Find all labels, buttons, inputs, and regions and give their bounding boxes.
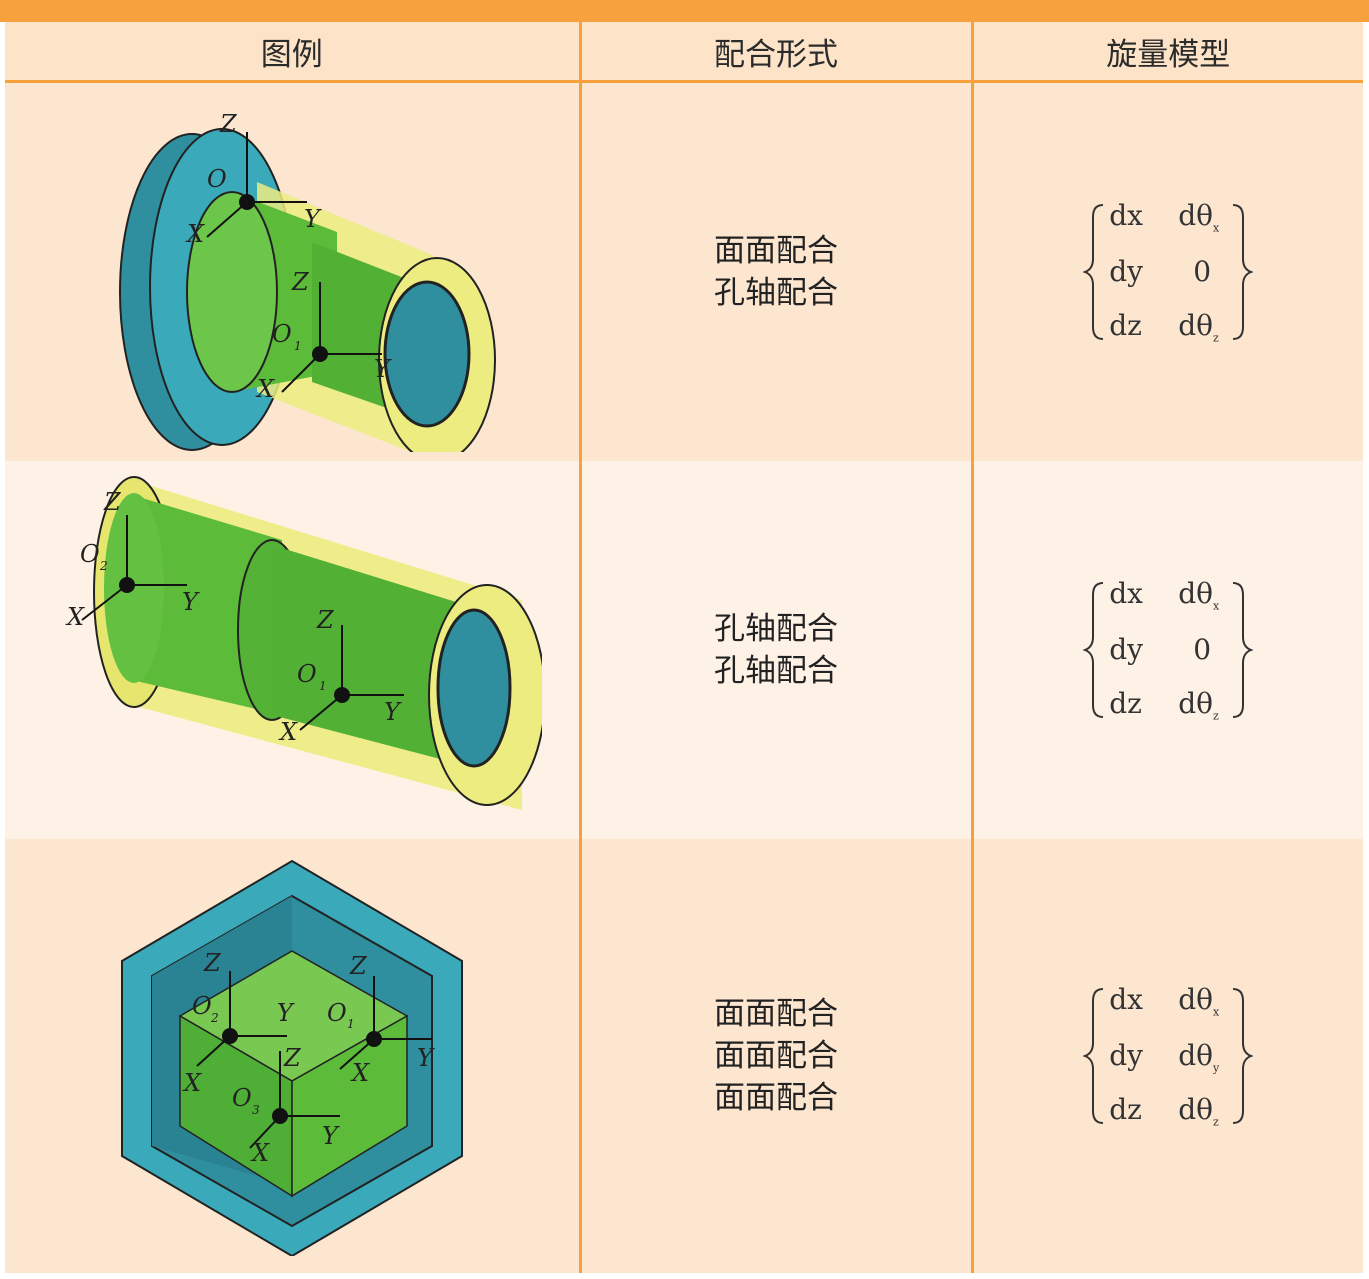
matrix-entry: dx <box>1109 577 1143 610</box>
screw-model-cell: dx dθx dy 0 dz dθz <box>972 81 1363 461</box>
screw-model-cell: dx dθx dy 0 dz dθz <box>972 461 1363 839</box>
matrix-entry: dθy <box>1178 1039 1220 1075</box>
axis-label-subscript: 1 <box>347 1017 355 1031</box>
matrix-entry: 0 <box>1193 255 1212 288</box>
axis-label-o: O <box>207 165 227 193</box>
axis-label-subscript: 2 <box>99 559 108 573</box>
axis-label-y: Y <box>384 698 402 726</box>
axis-label-y: Y <box>417 1044 435 1072</box>
matrix-entry: dθx <box>1178 199 1220 235</box>
screw-matrix: dx dθx dy dθy dz dθz <box>1083 981 1254 1131</box>
axis-label-x: X <box>65 603 85 631</box>
fit-form-cell: 面面配合 面面配合 面面配合 <box>580 839 974 1273</box>
matrix-entry: dz <box>1109 687 1142 720</box>
matrix-entry: dx <box>1109 983 1143 1016</box>
fit-line: 面面配合 <box>714 1038 838 1074</box>
screw-model-cell: dx dθx dy dθy dz dθz <box>972 839 1363 1273</box>
matrix-entry: dy <box>1109 633 1143 666</box>
header-screw-model: 旋量模型 <box>972 22 1363 83</box>
axis-label-o: O <box>232 1084 252 1112</box>
brace-icon <box>1083 204 1254 340</box>
axis-label-x: X <box>182 1069 202 1097</box>
axis-label-o: O <box>80 540 100 568</box>
matrix-entry: dθz <box>1178 1093 1219 1129</box>
axis-label-z: Z <box>103 488 122 516</box>
matrix-entry: 0 <box>1193 633 1212 666</box>
axis-label-o: O <box>272 320 292 348</box>
axis-label-x: X <box>255 375 275 403</box>
axis-label-y: Y <box>322 1122 340 1150</box>
axis-label-subscript: 1 <box>294 339 302 353</box>
matrix-entry: dθx <box>1178 983 1220 1019</box>
table-row: Z O 2 Y X Z O 1 Y X Z O 3 X Y <box>5 839 1363 1273</box>
cube-corner-figure: Z O 2 Y X Z O 1 Y X Z O 3 X Y <box>120 859 463 1256</box>
fit-type-table: 图例 配合形式 旋量模型 <box>5 22 1363 1273</box>
figure-cell: Z O 2 Y X Z O 1 Y X Z O 3 X Y <box>5 839 582 1273</box>
axis-label-subscript: 3 <box>252 1103 260 1117</box>
axis-label-x: X <box>278 718 298 746</box>
stepped-shaft-figure: Z O 2 X Y Z O 1 X Y <box>65 476 542 810</box>
axis-label-z: Z <box>291 268 310 296</box>
axis-label-subscript: 2 <box>210 1011 219 1025</box>
screw-matrix: dx dθx dy 0 dz dθz <box>1083 197 1254 347</box>
brace-icon <box>1083 988 1254 1124</box>
fit-line: 孔轴配合 <box>714 611 838 647</box>
figure-cell: Z O Y X Z O 1 X Y <box>5 81 582 461</box>
flange-shaft-figure: Z O Y X Z O 1 X Y <box>118 110 496 452</box>
fit-line: 面面配合 <box>714 233 838 269</box>
header-fit-form: 配合形式 <box>580 22 974 83</box>
axis-label-y: Y <box>277 999 295 1027</box>
fit-line: 孔轴配合 <box>714 653 838 689</box>
screw-matrix: dx dθx dy 0 dz dθz <box>1083 575 1254 725</box>
matrix-entry: dy <box>1109 255 1143 288</box>
axis-label-o: O <box>297 660 317 688</box>
matrix-entry: dθz <box>1178 309 1219 345</box>
axis-label-z: Z <box>219 110 238 138</box>
brace-icon <box>1083 582 1254 718</box>
axis-label-x: X <box>250 1139 270 1167</box>
fit-form-cell: 面面配合 孔轴配合 <box>580 81 974 461</box>
figure-cell: Z O 2 X Y Z O 1 X Y <box>5 461 582 839</box>
matrix-entry: dz <box>1109 1093 1142 1126</box>
fit-line: 面面配合 <box>714 996 838 1032</box>
axis-label-x: X <box>350 1059 370 1087</box>
axis-label-z: Z <box>349 952 368 980</box>
table-row: Z O Y X Z O 1 X Y 面面配合 孔轴配合 <box>5 81 1363 461</box>
axis-label-y: Y <box>304 205 322 233</box>
fit-line: 面面配合 <box>714 1080 838 1116</box>
axis-label-o: O <box>327 999 347 1027</box>
matrix-entry: dz <box>1109 309 1142 342</box>
matrix-entry: dy <box>1109 1039 1143 1072</box>
axis-label-y: Y <box>374 355 392 383</box>
axis-label-z: Z <box>283 1044 302 1072</box>
axis-label-o: O <box>192 992 212 1020</box>
axis-label-subscript: 1 <box>319 679 327 693</box>
table-header-row: 图例 配合形式 旋量模型 <box>5 22 1363 83</box>
axis-label-z: Z <box>316 606 335 634</box>
table-row: Z O 2 X Y Z O 1 X Y 孔轴配合 孔轴配合 <box>5 461 1363 839</box>
axis-label-x: X <box>185 220 205 248</box>
matrix-entry: dθz <box>1178 687 1219 723</box>
matrix-entry: dx <box>1109 199 1143 232</box>
fit-form-cell: 孔轴配合 孔轴配合 <box>580 461 974 839</box>
header-legend: 图例 <box>5 22 582 83</box>
axis-label-z: Z <box>203 949 222 977</box>
matrix-entry: dθx <box>1178 577 1220 613</box>
top-accent-bar <box>0 0 1369 22</box>
fit-line: 孔轴配合 <box>714 275 838 311</box>
axis-label-y: Y <box>182 588 200 616</box>
